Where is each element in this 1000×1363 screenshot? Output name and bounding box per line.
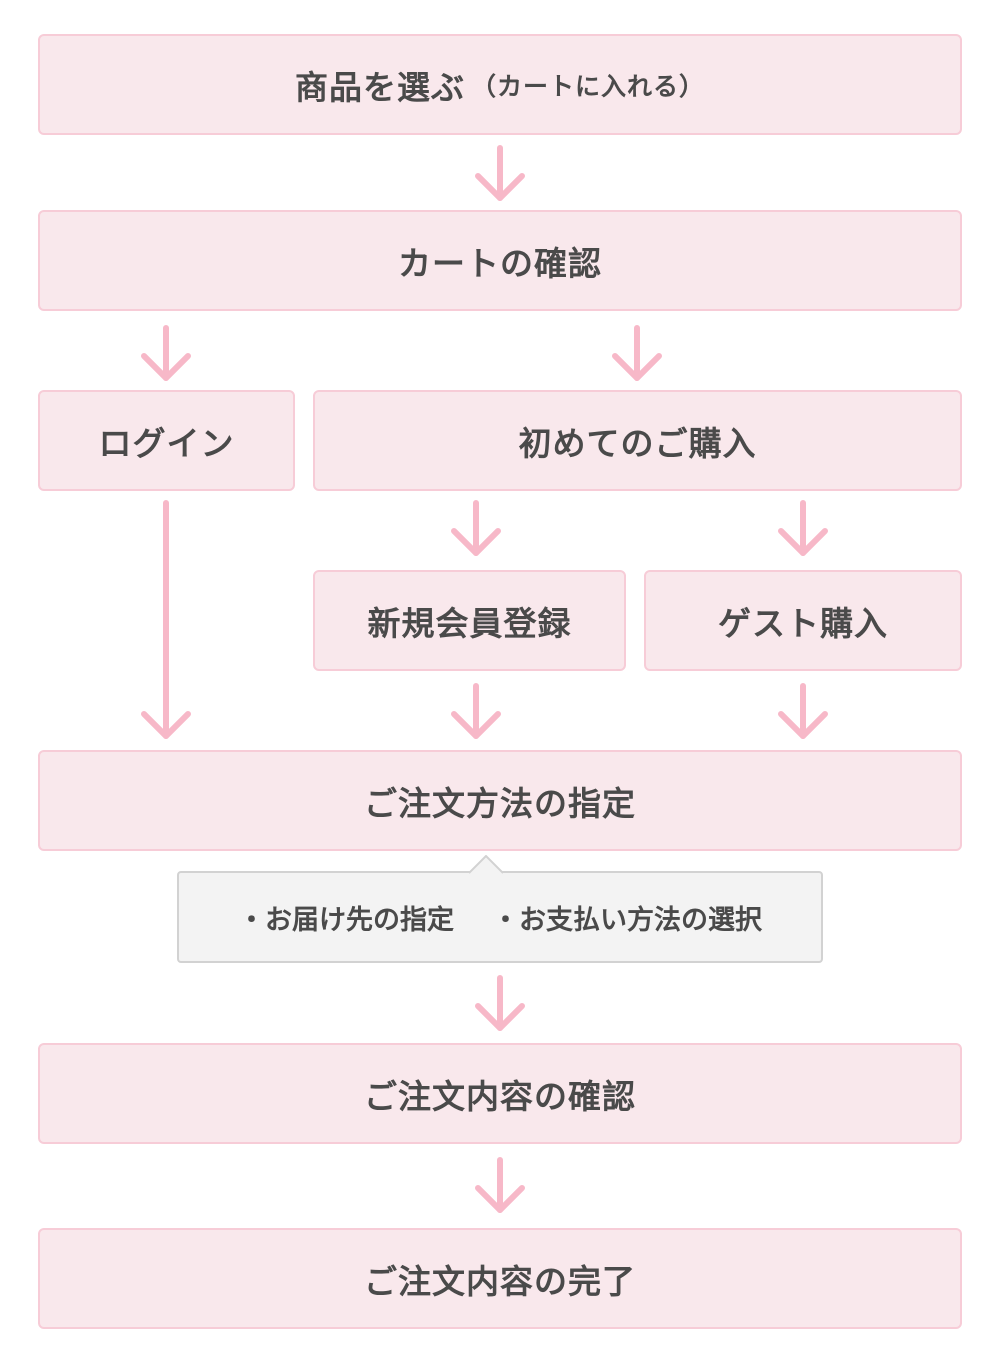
step-order-complete: ご注文内容の完了 — [38, 1228, 962, 1329]
detail-delivery: ・お届け先の指定 — [238, 904, 454, 936]
step-first-purchase-label: 初めてのご購入 — [518, 423, 757, 463]
arrow-cart-to-login — [141, 325, 191, 381]
step-new-member: 新規会員登録 — [313, 570, 626, 671]
arrow-select-to-cart — [475, 145, 525, 201]
step-guest-purchase: ゲスト購入 — [644, 570, 962, 671]
arrow-confirm-to-complete — [475, 1157, 525, 1213]
step-select-product-label: 商品を選ぶ — [294, 67, 465, 107]
detail-payment: ・お支払い方法の選択 — [492, 904, 762, 936]
arrow-guest-to-order-method — [778, 683, 828, 739]
step-login: ログイン — [38, 390, 295, 491]
arrow-method-to-confirm — [475, 975, 525, 1031]
step-order-method-label: ご注文方法の指定 — [364, 783, 636, 823]
step-order-confirm: ご注文内容の確認 — [38, 1043, 962, 1144]
details-pointer — [469, 855, 503, 874]
arrow-login-to-order-method — [141, 500, 191, 739]
step-cart-confirm: カートの確認 — [38, 210, 962, 311]
step-select-product: 商品を選ぶ （カートに入れる） — [38, 34, 962, 135]
arrow-first-to-guest — [778, 500, 828, 556]
arrow-cart-to-first-purchase — [612, 325, 662, 381]
step-guest-purchase-label: ゲスト購入 — [718, 603, 888, 643]
step-order-complete-label: ご注文内容の完了 — [364, 1261, 636, 1301]
step-new-member-label: 新規会員登録 — [367, 603, 572, 643]
step-cart-confirm-label: カートの確認 — [398, 243, 602, 283]
step-first-purchase: 初めてのご購入 — [313, 390, 962, 491]
arrow-new-member-to-order-method — [451, 683, 501, 739]
order-method-details: ・お届け先の指定 ・お支払い方法の選択 — [177, 871, 823, 963]
step-order-confirm-label: ご注文内容の確認 — [364, 1076, 636, 1116]
step-login-label: ログイン — [98, 423, 235, 463]
arrow-first-to-new-member — [451, 500, 501, 556]
step-order-method: ご注文方法の指定 — [38, 750, 962, 851]
step-select-product-sub: （カートに入れる） — [470, 71, 705, 101]
